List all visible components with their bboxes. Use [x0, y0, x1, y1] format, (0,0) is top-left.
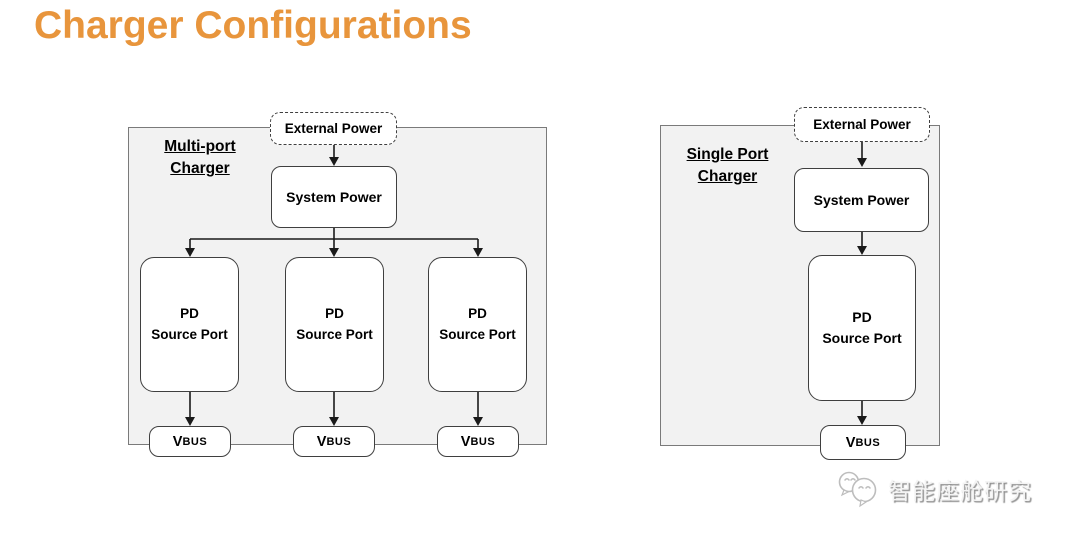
vbus-label-small: BUS	[326, 435, 352, 448]
pd-source-port-label: PD Source Port	[296, 306, 373, 342]
pd-source-port-label: PD Source Port	[151, 306, 228, 342]
external-power-label: External Power	[813, 117, 911, 132]
single-port-charger-label: Single Port Charger	[686, 146, 769, 186]
vbus-label-small: BUS	[182, 435, 208, 448]
pd-source-port-box: PD Source Port	[808, 255, 916, 401]
page-title: Charger Configurations	[34, 4, 472, 47]
wechat-chat-bubbles-icon	[838, 471, 877, 508]
vbus-label-small: BUS	[855, 436, 881, 449]
system-power-label: System Power	[813, 192, 910, 208]
watermark: 智能座舱研究	[836, 470, 1032, 508]
system-power-box: System Power	[271, 166, 397, 228]
system-power-label: System Power	[286, 189, 382, 205]
pd-source-port-box: PD Source Port	[285, 257, 384, 392]
external-power-box: External Power	[270, 112, 397, 145]
external-power-label: External Power	[284, 121, 383, 136]
vbus-label: V	[172, 433, 183, 450]
system-power-box: System Power	[794, 168, 929, 232]
pd-source-port-box: PD Source Port	[428, 257, 527, 392]
pd-source-port-label: PD Source Port	[822, 309, 902, 346]
vbus-label: V	[845, 434, 856, 451]
watermark-text: 智能座舱研究	[888, 478, 1032, 504]
vbus-label-small: BUS	[470, 435, 496, 448]
multi-port-charger-label: Multi-port Charger	[164, 138, 236, 178]
vbus-label: V	[316, 433, 327, 450]
pd-source-port-label: PD Source Port	[439, 306, 516, 342]
external-power-box: External Power	[794, 107, 930, 142]
pd-source-port-box: PD Source Port	[140, 257, 239, 392]
vbus-label: V	[460, 433, 471, 450]
